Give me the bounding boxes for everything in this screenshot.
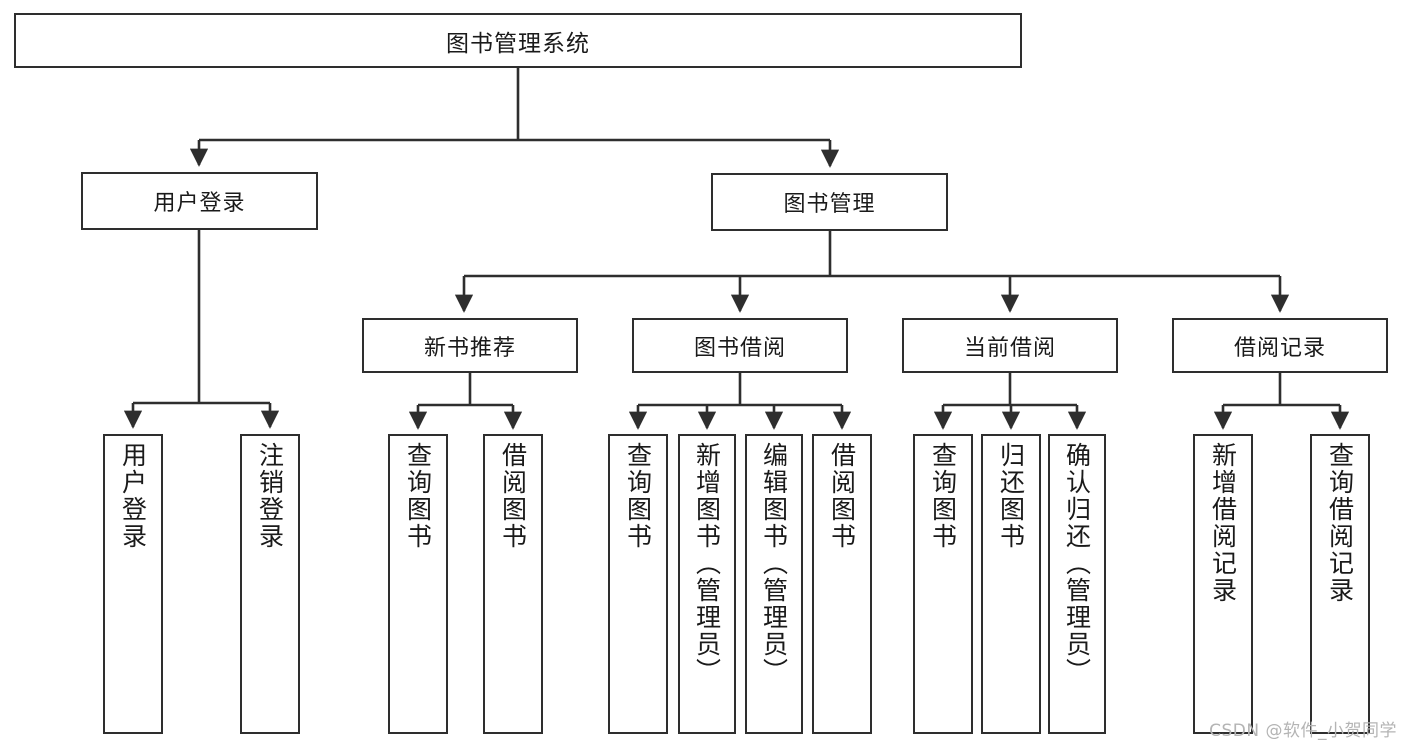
leaf-edit-book-admin[interactable]: 编辑图书（管理员） (745, 434, 803, 734)
node-book-borrowing[interactable]: 图书借阅 (632, 318, 848, 373)
leaf-query-book-cb[interactable]: 查询图书 (913, 434, 973, 734)
node-label: 图书管理系统 (446, 30, 590, 57)
node-label: 查询图书 (403, 442, 433, 550)
node-label: 用户登录 (153, 191, 246, 216)
node-label: 借阅图书 (827, 442, 857, 550)
watermark-text: CSDN @软件_小贺同学 (1209, 721, 1397, 741)
leaf-confirm-return-admin[interactable]: 确认归还（管理员） (1048, 434, 1106, 734)
node-label: 查询借阅记录 (1325, 442, 1355, 604)
node-current-borrowing[interactable]: 当前借阅 (902, 318, 1118, 373)
leaf-return-book[interactable]: 归还图书 (981, 434, 1041, 734)
leaf-query-borrow-record[interactable]: 查询借阅记录 (1310, 434, 1370, 734)
node-label: 新增图书（管理员） (692, 442, 722, 685)
node-label: 借阅图书 (498, 442, 528, 550)
node-root-book-management-system[interactable]: 图书管理系统 (14, 13, 1022, 68)
leaf-query-book-bb[interactable]: 查询图书 (608, 434, 668, 734)
leaf-add-book-admin[interactable]: 新增图书（管理员） (678, 434, 736, 734)
node-label: 查询图书 (623, 442, 653, 550)
leaf-borrow-book-nbr[interactable]: 借阅图书 (483, 434, 543, 734)
node-label: 归还图书 (996, 442, 1026, 550)
leaf-logout[interactable]: 注销登录 (240, 434, 300, 734)
node-label: 查询图书 (928, 442, 958, 550)
node-label: 当前借阅 (963, 335, 1056, 361)
node-new-book-recommendation[interactable]: 新书推荐 (362, 318, 578, 373)
node-label: 图书借阅 (693, 335, 786, 361)
node-label: 确认归还（管理员） (1062, 442, 1092, 685)
node-label: 用户登录 (118, 442, 148, 550)
leaf-user-login[interactable]: 用户登录 (103, 434, 163, 734)
node-borrowing-record[interactable]: 借阅记录 (1172, 318, 1388, 373)
leaf-add-borrow-record[interactable]: 新增借阅记录 (1193, 434, 1253, 734)
node-label: 借阅记录 (1233, 335, 1326, 361)
node-label: 图书管理 (783, 192, 876, 217)
leaf-borrow-book-bb[interactable]: 借阅图书 (812, 434, 872, 734)
leaf-query-book-nbr[interactable]: 查询图书 (388, 434, 448, 734)
node-label: 新增借阅记录 (1208, 442, 1238, 604)
node-label: 注销登录 (255, 442, 285, 550)
node-book-management[interactable]: 图书管理 (711, 173, 948, 231)
node-label: 新书推荐 (423, 335, 516, 361)
node-user-login[interactable]: 用户登录 (81, 172, 318, 230)
node-label: 编辑图书（管理员） (759, 442, 789, 685)
